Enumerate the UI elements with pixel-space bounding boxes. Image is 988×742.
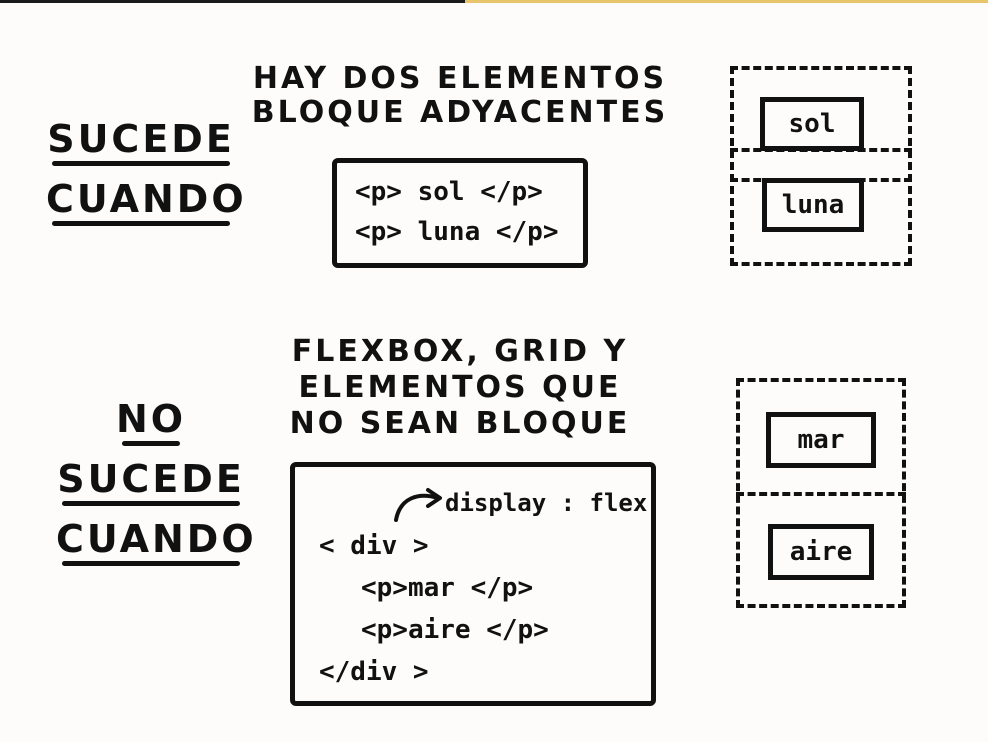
bottom-code-box: display : flex < div > <p>mar </p> <p>ai… (290, 462, 656, 706)
heading-line: FLEXBOX, GRID Y (291, 334, 629, 369)
heading-line: ELEMENTOS QUE (298, 370, 622, 405)
top-bar-gold (465, 0, 988, 3)
top-bar-dark (0, 0, 465, 3)
code-line: <p> sol </p> (355, 177, 543, 207)
box-aire: aire (768, 524, 874, 580)
code-line: <p>aire </p> (361, 615, 549, 645)
heading-line: BLOQUE ADYACENTES (251, 95, 669, 130)
top-dashed-container (730, 66, 912, 266)
heading-line: HAY DOS ELEMENTOS (252, 61, 668, 96)
curved-arrow-icon (394, 488, 442, 522)
label-word: CUANDO (56, 520, 254, 566)
box-luna: luna (762, 178, 864, 232)
box-sol: sol (760, 97, 864, 151)
box-mar: mar (766, 412, 876, 468)
code-line: </div > (319, 657, 429, 687)
code-line: < div > (319, 531, 429, 561)
label-word: CUANDO (46, 180, 244, 226)
label-word: SUCEDE (56, 460, 246, 506)
code-line: <p>mar </p> (361, 573, 534, 603)
label-word: SUCEDE (46, 120, 236, 166)
code-line: <p> luna </p> (355, 217, 559, 247)
top-heading: HAY DOS ELEMENTOS BLOQUE ADYACENTES (240, 62, 680, 130)
bottom-side-label: NO SUCEDE CUANDO (56, 400, 254, 580)
code-annotation: display : flex (445, 489, 648, 517)
label-word: NO (116, 400, 186, 446)
top-side-label: SUCEDE CUANDO (46, 120, 244, 240)
top-code-box: <p> sol </p> <p> luna </p> (332, 158, 588, 268)
heading-line: NO SEAN BLOQUE (289, 406, 631, 441)
bottom-heading: FLEXBOX, GRID Y ELEMENTOS QUE NO SEAN BL… (250, 334, 670, 442)
block-boundary-line (736, 492, 906, 496)
